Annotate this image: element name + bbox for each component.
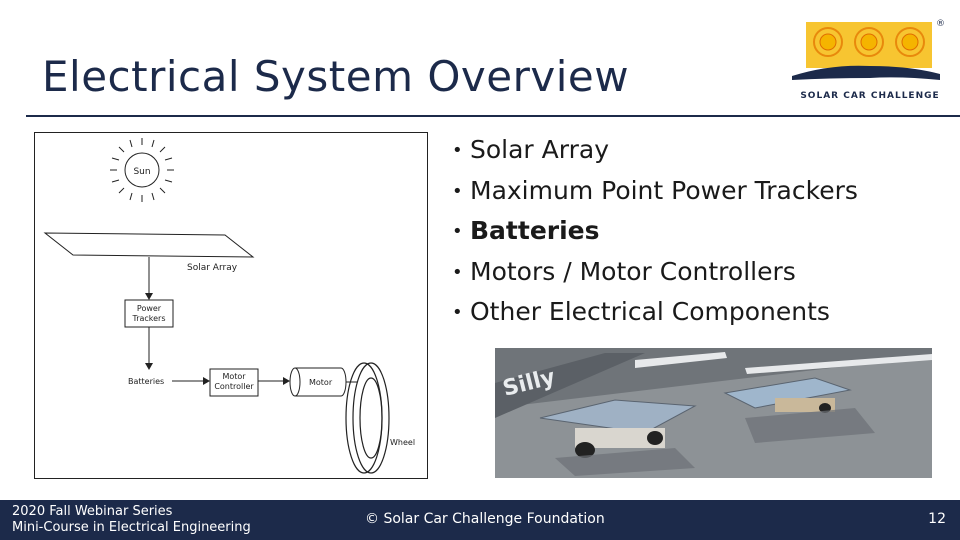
- solar-cars-photo: Silly: [495, 348, 932, 478]
- bullet-dot: •: [452, 221, 463, 242]
- bullet-dot: •: [452, 261, 463, 283]
- bullet-dot: •: [452, 180, 463, 202]
- wheel-label: Wheel: [390, 438, 415, 447]
- list-item-text: Solar Array: [470, 135, 609, 164]
- footer-copyright: © Solar Car Challenge Foundation: [365, 511, 605, 527]
- motor-controller-label-2: Controller: [214, 382, 254, 391]
- bullet-dot: •: [452, 140, 463, 161]
- power-trackers-label-1: Power: [137, 304, 162, 313]
- title-divider: [26, 115, 960, 117]
- wheel-icon: [345, 362, 390, 474]
- list-item: • Motors / Motor Controllers: [452, 254, 858, 295]
- list-item-text: Motors / Motor Controllers: [470, 256, 796, 286]
- power-trackers-label-2: Trackers: [131, 314, 165, 323]
- solar-car-challenge-logo: ® SOLAR CAR CHALLENGE: [790, 14, 950, 104]
- list-item: • Solar Array: [452, 132, 858, 173]
- list-item-text: Other Electrical Components: [470, 297, 830, 326]
- list-item: • Maximum Point Power Trackers: [452, 173, 858, 214]
- solar-array-panel: [43, 232, 255, 258]
- list-item: • Batteries: [452, 213, 858, 254]
- motor-cylinder: [289, 367, 347, 397]
- footer-bar: 2020 Fall Webinar Series Mini-Course in …: [0, 500, 960, 540]
- sun-label: Sun: [133, 167, 150, 177]
- bullet-dot: •: [452, 302, 463, 323]
- motor-label: Motor: [309, 378, 333, 387]
- logo-caption: SOLAR CAR CHALLENGE: [800, 91, 939, 101]
- list-item-text: Maximum Point Power Trackers: [470, 175, 858, 205]
- page-title: Electrical System Overview: [42, 52, 630, 101]
- footer-series: 2020 Fall Webinar Series Mini-Course in …: [12, 504, 251, 536]
- electrical-system-diagram: Sun Solar Array Power Trackers Batteries…: [34, 132, 428, 479]
- motor-controller-box: [209, 368, 259, 397]
- list-item: • Other Electrical Components: [452, 294, 858, 335]
- footer-series-line-2: Mini-Course in Electrical Engineering: [12, 520, 251, 535]
- registered-mark: ®: [936, 19, 945, 29]
- motor-controller-label-1: Motor: [222, 372, 246, 381]
- list-item-text: Batteries: [470, 216, 600, 245]
- sun-icon: [110, 138, 174, 202]
- batteries-label: Batteries: [128, 377, 164, 386]
- solar-array-label: Solar Array: [187, 263, 238, 273]
- page-number: 12: [928, 511, 946, 527]
- topics-list: • Solar Array • Maximum Point Power Tracke…: [452, 132, 858, 335]
- footer-series-line-1: 2020 Fall Webinar Series: [12, 504, 173, 519]
